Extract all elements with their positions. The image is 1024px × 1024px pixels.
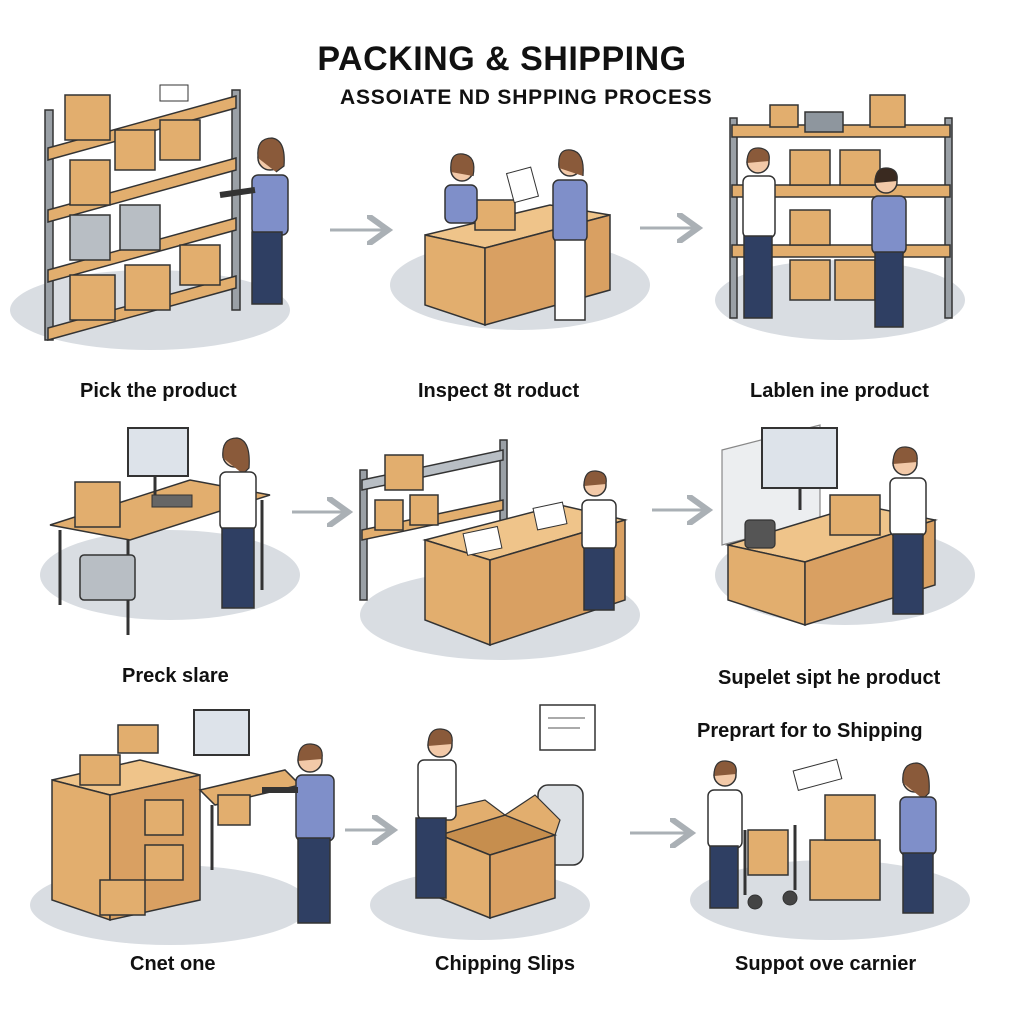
step-label-label: Lablen ine product: [750, 380, 929, 402]
step-label-pick: Pick the product: [80, 380, 237, 402]
step-label-preck: Preck slare: [122, 665, 229, 687]
counter-inspection-icon: [390, 149, 650, 330]
hand-truck-icon: [690, 758, 970, 940]
shelf-picking-icon: [10, 84, 290, 350]
step-label-inspect: Inspect 8t roduct: [418, 380, 580, 402]
step-label-prepare-shipping: Preprart for to Shipping: [697, 720, 923, 742]
step-label-support: Supp​ot ove carnier: [735, 953, 917, 975]
packing-station-icon: [359, 439, 640, 660]
workstation-icon: [30, 709, 335, 945]
box-printer-icon: [370, 704, 596, 940]
shelf-labeling-icon: [715, 94, 965, 340]
step-label-chipping: Chipping Slips: [435, 953, 575, 975]
page-title: PACKING & SHIPPING: [317, 40, 687, 78]
computer-packing-icon: [715, 424, 975, 627]
page-subtitle: ASSOIATE ND SHPPING PROCESS: [340, 86, 713, 109]
step-label-supelet: Supelet sipt he product: [718, 667, 941, 689]
step-label-cnet: Cnet one: [130, 953, 216, 975]
computer-desk-icon: [40, 427, 300, 635]
